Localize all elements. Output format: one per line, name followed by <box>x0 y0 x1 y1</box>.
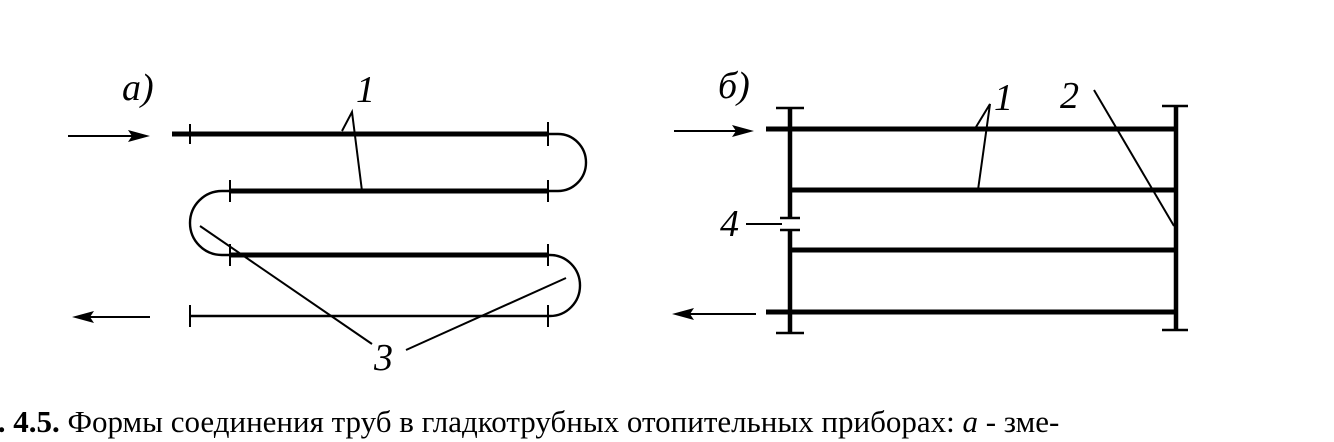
panel-a-label-3: 3 <box>373 337 393 379</box>
panel-a-bend-right-bottom <box>548 253 582 318</box>
caption-figure-number: с. 4.5. <box>0 404 60 439</box>
panel-b-label-2: 2 <box>1060 75 1079 117</box>
panel-b-plug <box>780 216 800 232</box>
panel-b-inlet-arrow <box>674 125 754 137</box>
panel-b-label-1: 1 <box>994 77 1013 119</box>
panel-a-letter: а) <box>122 67 154 109</box>
panel-a-outlet-arrow <box>72 311 150 323</box>
caption-tail: - зме- <box>977 404 1060 439</box>
panel-a-joint-ticks <box>189 122 549 327</box>
caption-text: Формы соединения труб в гладкотрубных от… <box>59 404 963 439</box>
panel-b: б) 1 2 <box>672 65 1188 335</box>
panel-b-leader-1 <box>975 103 991 191</box>
panel-a-leader-1 <box>341 108 363 192</box>
figure-caption: с. 4.5. Формы соединения труб в гладкотр… <box>0 402 1059 442</box>
panel-b-letter: б) <box>718 65 750 107</box>
caption-italic-letter: а <box>962 404 978 439</box>
panel-a: а) 1 <box>68 67 588 379</box>
panel-a-label-1: 1 <box>356 69 375 111</box>
panel-a-leader-3 <box>199 225 567 351</box>
panel-a-bend-left <box>188 189 230 257</box>
panel-a-inlet-arrow <box>68 130 150 142</box>
panel-b-outlet-arrow <box>672 308 756 320</box>
panel-b-label-4: 4 <box>720 203 739 245</box>
panel-b-leader-2 <box>1093 89 1175 227</box>
panel-a-bend-right-top <box>548 132 588 193</box>
